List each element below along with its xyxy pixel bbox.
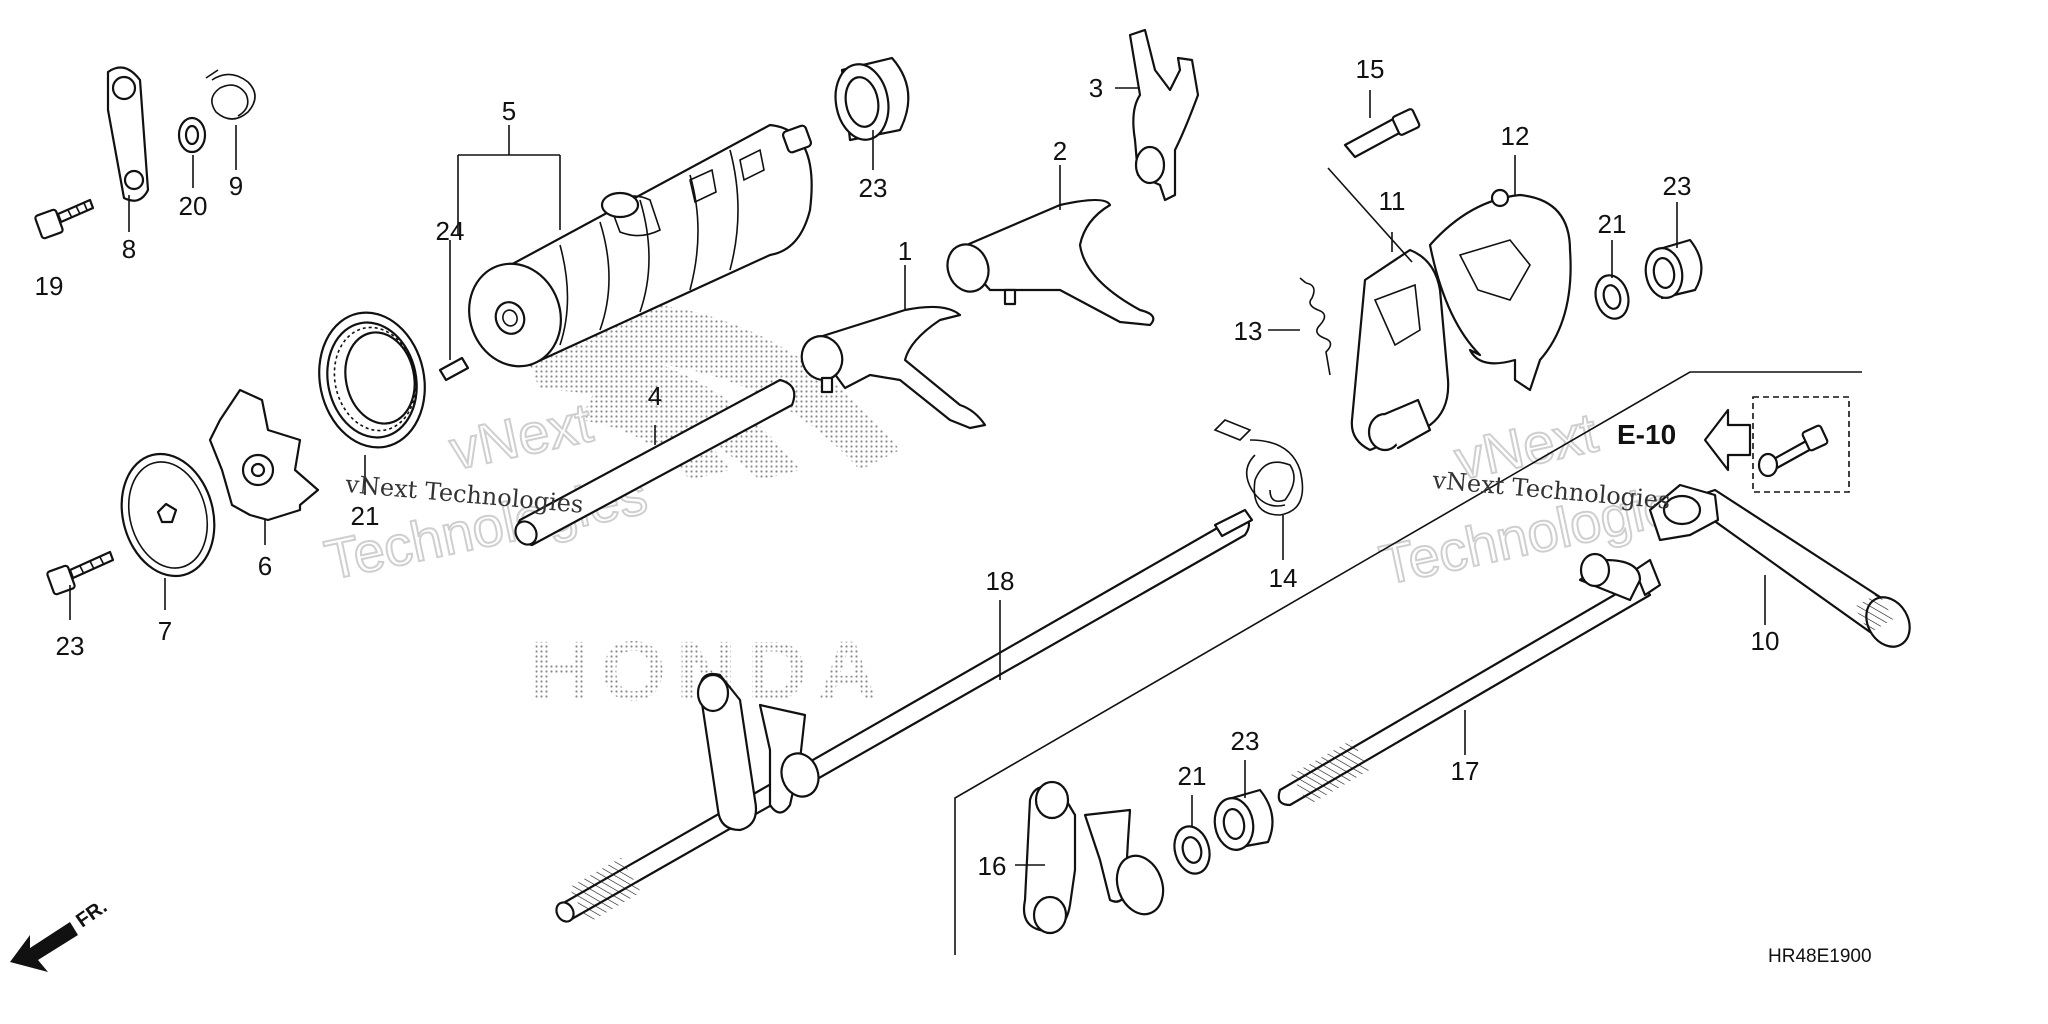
callout-17: 17: [1451, 756, 1480, 786]
callout-19: 19: [35, 271, 64, 301]
part-19-bolt: [34, 198, 95, 240]
part-10-shift-shaft: [1648, 483, 1911, 648]
callout-14: 14: [1269, 563, 1298, 593]
part-20-washer: [177, 116, 207, 154]
part-21-washer-lower: [1173, 825, 1211, 875]
callout-2: 2: [1053, 136, 1067, 166]
callout-21-upper: 21: [1598, 209, 1627, 239]
callout-1: 1: [898, 236, 912, 266]
reference-e10: E-10: [1617, 419, 1676, 450]
callout-21-lower: 21: [1178, 761, 1207, 791]
part-21-washer-upper: [1594, 274, 1630, 320]
part-13-spring: [1299, 277, 1332, 376]
callout-18: 18: [986, 566, 1015, 596]
part-26-pin: [438, 356, 470, 382]
part-14-torsion-spring: [1213, 419, 1304, 516]
callout-20: 20: [179, 191, 208, 221]
part-17-shift-shaft: [1277, 552, 1662, 807]
part-18-shift-shaft: [555, 508, 1254, 923]
callout-26: 24: [436, 216, 465, 246]
callout-15: 15: [1356, 54, 1385, 84]
part-25-bolt: [46, 550, 115, 596]
callout-25: 23: [56, 631, 85, 661]
callout-23-upper: 23: [1663, 171, 1692, 201]
callout-10: 10: [1751, 626, 1780, 656]
section-frame: [954, 371, 1862, 955]
diagram-code: HR48E1900: [1768, 946, 1872, 967]
part-2-shift-fork: [946, 198, 1155, 327]
callout-8: 8: [122, 234, 136, 264]
part-24-bearing: [834, 56, 910, 142]
leader-lines: [69, 87, 1766, 866]
callout-4: 4: [648, 381, 662, 411]
part-7-disc: [120, 452, 216, 578]
part-11-stopper-plate: [1350, 248, 1450, 452]
e10-arrow-icon: [1703, 408, 1752, 472]
callout-16: 16: [978, 851, 1007, 881]
part-6-star-plate: [208, 388, 320, 522]
part-4-rod: [514, 378, 796, 547]
watermark-big-vnext-left: vNext: [444, 390, 598, 481]
callout-13: 13: [1234, 316, 1263, 346]
callout-23-lower: 23: [1231, 726, 1260, 756]
callout-6: 6: [258, 551, 272, 581]
callout-24: 23: [859, 173, 888, 203]
callout-11: 11: [1379, 186, 1406, 216]
callout-9: 9: [229, 171, 243, 201]
callout-7: 7: [158, 616, 172, 646]
part-8-plate: [106, 66, 150, 202]
part-15-stud-bolt: [1343, 108, 1421, 159]
part-5-shift-drum: [468, 123, 813, 368]
part-22-bearing: [318, 311, 426, 449]
part-16-shift-arm: [1022, 780, 1165, 935]
front-arrow-icon: [10, 922, 78, 972]
callout-5: 5: [502, 96, 516, 126]
part-23-bearing-upper: [1644, 238, 1703, 300]
e10-inset-box: [1752, 396, 1850, 493]
callout-12: 12: [1501, 121, 1530, 151]
callout-labels: 19 8 20 9 23 7 6 21 24 5 23 4 1 2 3 15 1…: [35, 54, 1780, 881]
callout-22: 21: [351, 501, 380, 531]
part-23-bearing-lower: [1213, 788, 1274, 851]
part-1-shift-fork: [800, 305, 987, 430]
part-3-shift-fork: [1128, 28, 1200, 202]
part-12-gasket: [1428, 188, 1572, 392]
front-label: FR.: [72, 896, 111, 933]
part-9-spring: [205, 69, 256, 120]
callout-3: 3: [1089, 73, 1103, 103]
